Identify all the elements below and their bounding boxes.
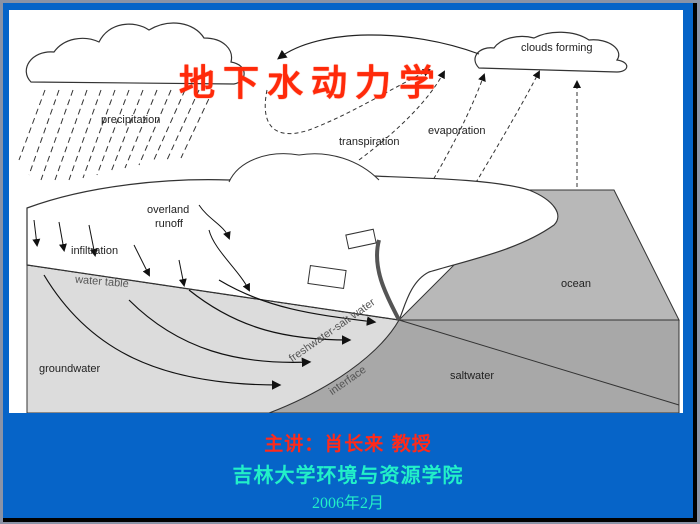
label-infiltration: infiltration [71, 245, 119, 257]
date-line: 2006年2月 [311, 495, 384, 512]
label-transpiration: transpiration [339, 136, 400, 148]
label-runoff: runoff [155, 218, 183, 230]
slide-title: 地下水动力学 [179, 63, 444, 104]
label-clouds-forming: clouds forming [521, 42, 593, 54]
forest-hill [228, 153, 380, 183]
slide: clouds forming precipitation transpirati… [3, 3, 697, 522]
label-evaporation: evaporation [428, 125, 486, 137]
label-groundwater: groundwater [39, 363, 101, 375]
label-overland: overland [147, 204, 190, 216]
label-precipitation: precipitation [101, 114, 161, 126]
lecturer-line: 主讲：肖长来 教授 [264, 433, 432, 455]
institute-line: 吉林大学环境与资源学院 [232, 463, 464, 487]
clouds-forming-cloud [474, 31, 628, 73]
water-cycle-illustration [18, 22, 680, 413]
label-ocean: ocean [561, 278, 591, 290]
water-cycle-diagram: clouds forming precipitation transpirati… [9, 10, 683, 413]
label-saltwater: saltwater [450, 370, 495, 382]
rain-cloud [25, 22, 245, 85]
land-surface [26, 166, 559, 321]
groundwater-zone [26, 264, 400, 413]
